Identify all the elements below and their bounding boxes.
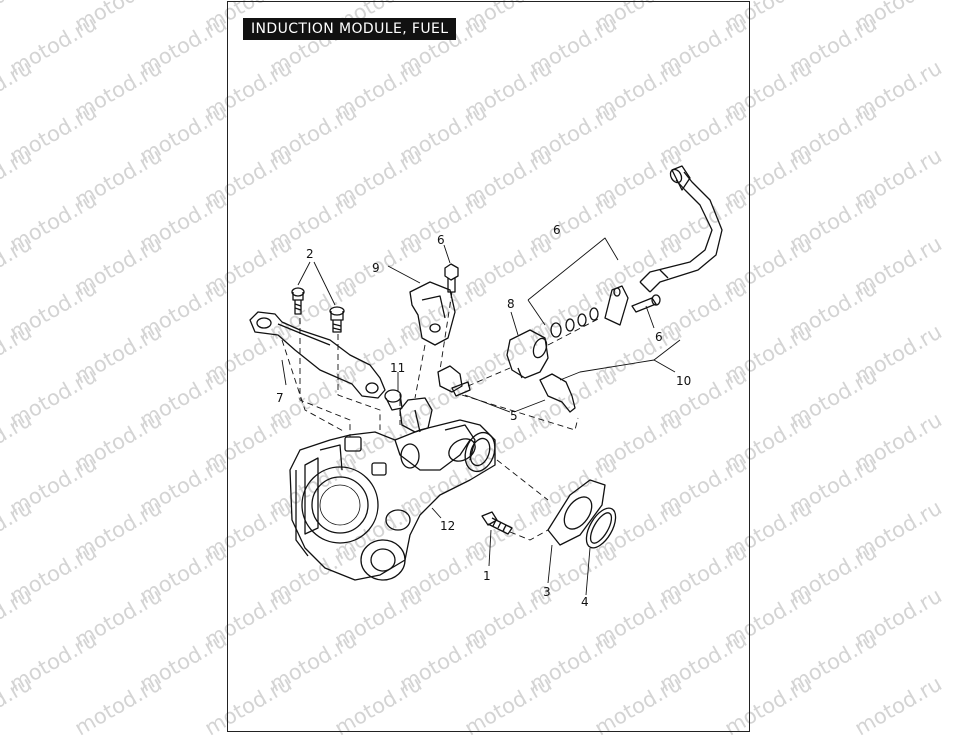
regulator-part xyxy=(506,329,549,379)
screw-part xyxy=(444,263,459,293)
callout-8: 8 xyxy=(507,297,515,311)
throttle-body-part xyxy=(289,397,496,581)
gasket-part xyxy=(547,479,606,546)
assembly-lines xyxy=(281,291,601,541)
screw-part xyxy=(631,294,661,313)
fuel-line-part xyxy=(604,165,723,326)
leader-lines xyxy=(281,237,681,596)
diagram-title: INDUCTION MODULE, FUEL xyxy=(243,18,457,40)
injector-part xyxy=(437,365,576,413)
bolt-part xyxy=(481,511,513,535)
plug-part xyxy=(384,389,403,411)
callout-9: 9 xyxy=(372,261,380,275)
seal-part xyxy=(585,507,617,549)
callout-6-right: 6 xyxy=(655,330,663,344)
screw-part xyxy=(291,287,345,333)
callout-11: 11 xyxy=(390,361,405,375)
sensor-part xyxy=(409,281,456,346)
callout-1: 1 xyxy=(483,569,491,583)
callout-7: 7 xyxy=(276,391,284,405)
callout-10: 10 xyxy=(676,374,691,388)
callout-4: 4 xyxy=(581,595,589,609)
bracket-part xyxy=(249,311,386,399)
callout-2: 2 xyxy=(306,247,314,261)
callout-6-orings: 6 xyxy=(553,223,561,237)
o-ring-set xyxy=(550,307,599,338)
callout-6-upper: 6 xyxy=(437,233,445,247)
callout-5: 5 xyxy=(510,409,518,423)
callout-3: 3 xyxy=(543,585,551,599)
callout-12: 12 xyxy=(440,519,455,533)
